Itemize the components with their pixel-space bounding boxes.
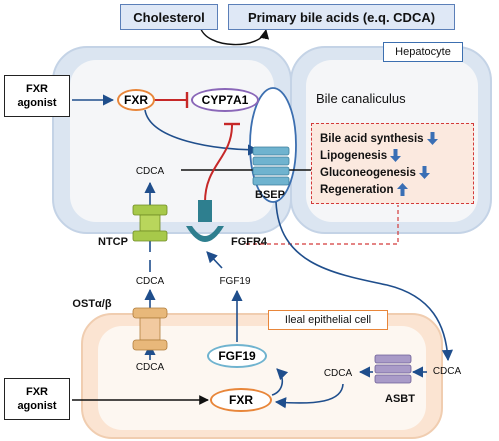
fxr-agonist-ileum-box: FXR agonist	[4, 378, 70, 420]
cdca-lumen-label: CDCA	[432, 365, 462, 377]
fxr-to-fgf19-arrow	[271, 368, 289, 396]
cdca-enterocyte-label: CDCA	[323, 367, 353, 379]
fxr-hepatocyte-node: FXR	[117, 89, 155, 111]
ileal-cell-label: Ileal epithelial cell	[268, 310, 388, 330]
arrow-down-icon	[426, 132, 438, 145]
hepatocyte-label: Hepatocyte	[383, 42, 463, 62]
cdca-portal-label: CDCA	[135, 275, 165, 287]
canaliculus-to-lumen-arrow	[275, 201, 454, 362]
fxr-agonist-liver-line2: agonist	[17, 97, 57, 109]
ileal-cdca-to-fxr-arrow	[274, 383, 344, 409]
ntcp-transporter	[132, 204, 168, 242]
effect-row: Gluconeogenesis	[320, 164, 465, 181]
fgf19-serum-label: FGF19	[219, 275, 251, 287]
fxr-ileal-node: FXR	[210, 388, 272, 412]
primary-bile-acids-box: Primary bile acids (e.q. CDCA)	[228, 4, 455, 30]
effect-label: Bile acid synthesis	[320, 132, 424, 145]
bile-canaliculus-label: Bile canaliculus	[316, 90, 406, 106]
fgfr4-label: FGFR4	[230, 236, 268, 248]
cyp7a1-node: CYP7A1	[191, 88, 259, 112]
effect-label: Regeneration	[320, 183, 394, 196]
asbt-label: ASBT	[385, 393, 415, 405]
cdca-hepatocyte-label: CDCA	[135, 165, 165, 177]
ileal-epithelial-cell-inner	[98, 326, 426, 430]
arrow-up-icon	[396, 183, 408, 196]
cholesterol-to-bile-acids-arrow	[199, 25, 270, 46]
fxr-agonist-ileum-line2: agonist	[17, 400, 57, 412]
fgf19-to-fgfr4-arrow	[206, 251, 223, 269]
fgfr4-to-effects-dashed	[246, 205, 399, 245]
fgfr4-inhibits-cyp7a1	[204, 124, 233, 203]
effect-label: Lipogenesis	[320, 149, 388, 162]
fxr-agonist-liver-line1: FXR	[26, 83, 48, 95]
cdca-ileal-label: CDCA	[135, 361, 165, 373]
ost-transporter	[132, 307, 168, 351]
effect-row: Lipogenesis	[320, 147, 465, 164]
ntcp-label: NTCP	[98, 236, 128, 248]
fxr-to-bsep-arrow	[144, 109, 260, 156]
cholesterol-box: Cholesterol	[120, 4, 218, 30]
asbt-transporter	[374, 354, 412, 384]
effect-row: Bile acid synthesis	[320, 130, 465, 147]
fgf19-ileal-node: FGF19	[207, 344, 267, 368]
effect-row: Regeneration	[320, 181, 465, 198]
fxr-agonist-ileum-line1: FXR	[26, 386, 48, 398]
hepatocyte-cell-left-inner	[70, 60, 274, 222]
bsep-transporter	[252, 146, 290, 186]
fgfr4-receptor	[186, 200, 224, 242]
bsep-label: BSEP	[255, 189, 285, 201]
fxr-agonist-liver-box: FXR agonist	[4, 75, 70, 117]
ost-label: OSTα/β	[72, 298, 112, 310]
arrow-down-icon	[390, 149, 402, 162]
effect-label: Gluconeogenesis	[320, 166, 416, 179]
arrow-down-icon	[418, 166, 430, 179]
